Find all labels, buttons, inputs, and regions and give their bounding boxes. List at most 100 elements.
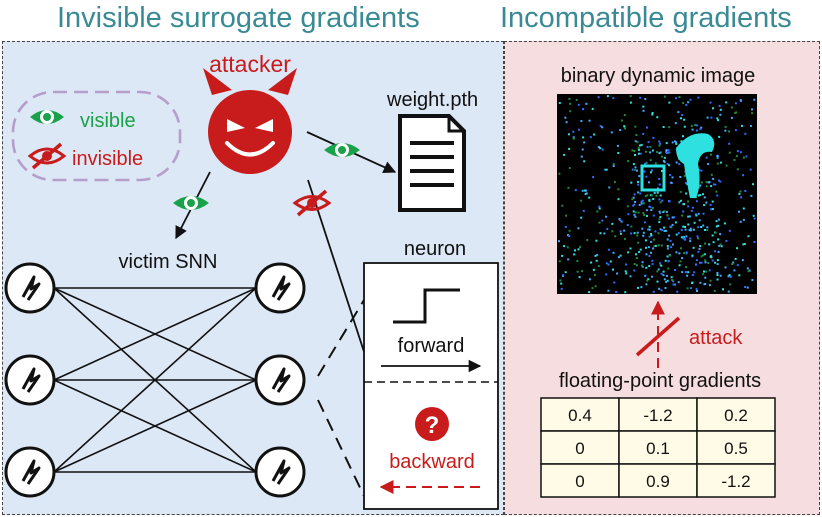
dvs-event-dot xyxy=(658,152,661,155)
dvs-event-dot xyxy=(663,95,666,98)
dvs-event-dot xyxy=(697,96,700,99)
dvs-event-dot xyxy=(713,289,716,292)
dvs-event-dot xyxy=(735,111,738,114)
dvs-event-dot xyxy=(649,145,652,148)
binary-dynamic-image xyxy=(557,94,757,294)
dvs-event-dot xyxy=(662,270,665,273)
dvs-event-dot xyxy=(633,203,636,206)
dvs-event-dot xyxy=(658,210,661,213)
dvs-event-dot xyxy=(652,214,655,217)
dvs-event-dot xyxy=(687,271,690,274)
dvs-event-dot xyxy=(576,270,579,273)
dvs-event-dot xyxy=(698,219,701,222)
dvs-event-dot xyxy=(675,233,678,236)
dvs-event-dot xyxy=(671,223,674,226)
dvs-event-dot xyxy=(717,250,720,253)
dvs-event-dot xyxy=(612,165,615,167)
dvs-event-dot xyxy=(635,264,638,267)
dvs-event-dot xyxy=(634,154,636,156)
dvs-event-dot xyxy=(640,202,643,205)
dvs-event-dot xyxy=(692,246,695,249)
dvs-event-dot xyxy=(651,259,654,262)
dvs-event-dots xyxy=(558,95,756,294)
dvs-event-dot xyxy=(573,253,576,256)
dvs-event-dot xyxy=(583,141,586,144)
dvs-event-dot xyxy=(660,244,663,247)
dvs-event-dot xyxy=(641,261,644,264)
dvs-event-dot xyxy=(666,279,669,282)
dvs-event-dot xyxy=(655,194,658,197)
dvs-event-dot xyxy=(702,224,705,227)
dvs-event-dot xyxy=(718,135,721,138)
dvs-event-dot xyxy=(753,98,756,101)
dvs-event-dot xyxy=(649,151,652,154)
dvs-event-dot xyxy=(577,103,580,106)
dvs-event-dot xyxy=(558,172,561,175)
dvs-event-dot xyxy=(601,219,604,222)
dvs-event-dot xyxy=(582,136,585,139)
dvs-event-dot xyxy=(678,264,681,267)
dvs-event-dot xyxy=(566,246,569,249)
dvs-event-dot xyxy=(704,261,707,264)
dvs-event-dot xyxy=(670,246,673,249)
dvs-event-dot xyxy=(636,169,638,172)
dvs-event-dot xyxy=(656,116,659,119)
dvs-event-dot xyxy=(704,242,706,245)
dvs-event-dot xyxy=(629,275,632,278)
dvs-event-dot xyxy=(716,117,719,120)
dvs-event-dot xyxy=(683,252,686,254)
dvs-event-dot xyxy=(639,144,641,147)
dvs-event-dot xyxy=(716,272,719,274)
arrow-snn-eye-icon xyxy=(173,196,209,210)
dvs-event-dot xyxy=(671,216,674,219)
dvs-event-dot xyxy=(736,150,739,153)
dvs-event-dot xyxy=(612,268,614,271)
dvs-event-dot xyxy=(665,142,668,145)
dvs-event-dot xyxy=(719,161,722,164)
dvs-event-dot xyxy=(652,290,655,293)
dvs-event-dot xyxy=(629,101,632,104)
dvs-event-dot xyxy=(637,211,640,214)
dvs-event-dot xyxy=(560,282,563,285)
dvs-event-dot xyxy=(675,142,678,145)
dvs-event-dot xyxy=(583,160,586,163)
dvs-event-dot xyxy=(651,149,654,152)
dvs-event-dot xyxy=(724,129,727,132)
dvs-event-dot xyxy=(687,205,690,208)
dvs-event-dot xyxy=(722,288,724,291)
dvs-event-dot xyxy=(668,151,671,154)
dvs-event-dot xyxy=(625,272,628,275)
dvs-event-dot xyxy=(667,151,670,154)
dvs-event-dot xyxy=(648,228,651,231)
dvs-event-dot xyxy=(612,97,615,100)
dvs-event-dot xyxy=(663,226,666,229)
dvs-event-dot xyxy=(661,229,664,232)
dvs-event-dot xyxy=(581,148,584,151)
weight-file-label: weight.pth xyxy=(386,89,478,111)
dvs-event-dot xyxy=(637,286,639,289)
dvs-event-dot xyxy=(710,255,713,258)
dvs-event-dot xyxy=(708,284,711,287)
dvs-event-dot xyxy=(647,246,650,249)
dvs-event-dot xyxy=(719,180,722,183)
dvs-event-dot xyxy=(650,233,653,235)
dvs-event-dot xyxy=(691,282,694,285)
dvs-event-dot xyxy=(659,262,662,265)
dvs-event-dot xyxy=(687,200,690,203)
dvs-event-dot xyxy=(699,281,702,284)
snn-output-neuron-2 xyxy=(254,354,306,406)
dvs-event-dot xyxy=(710,256,713,259)
dvs-event-dot xyxy=(623,229,626,232)
dvs-event-dot xyxy=(607,248,610,251)
dvs-event-dot xyxy=(652,198,655,200)
dvs-event-dot xyxy=(632,204,635,207)
dvs-event-dot xyxy=(734,102,737,105)
dvs-event-dot xyxy=(668,200,670,202)
dvs-event-dot xyxy=(649,159,652,162)
dvs-event-dot xyxy=(674,140,676,143)
dvs-event-dot xyxy=(674,122,677,125)
dvs-event-dot xyxy=(741,259,744,262)
dvs-event-dot xyxy=(594,285,597,288)
dvs-event-dot xyxy=(631,198,634,201)
dvs-event-dot xyxy=(657,232,660,235)
